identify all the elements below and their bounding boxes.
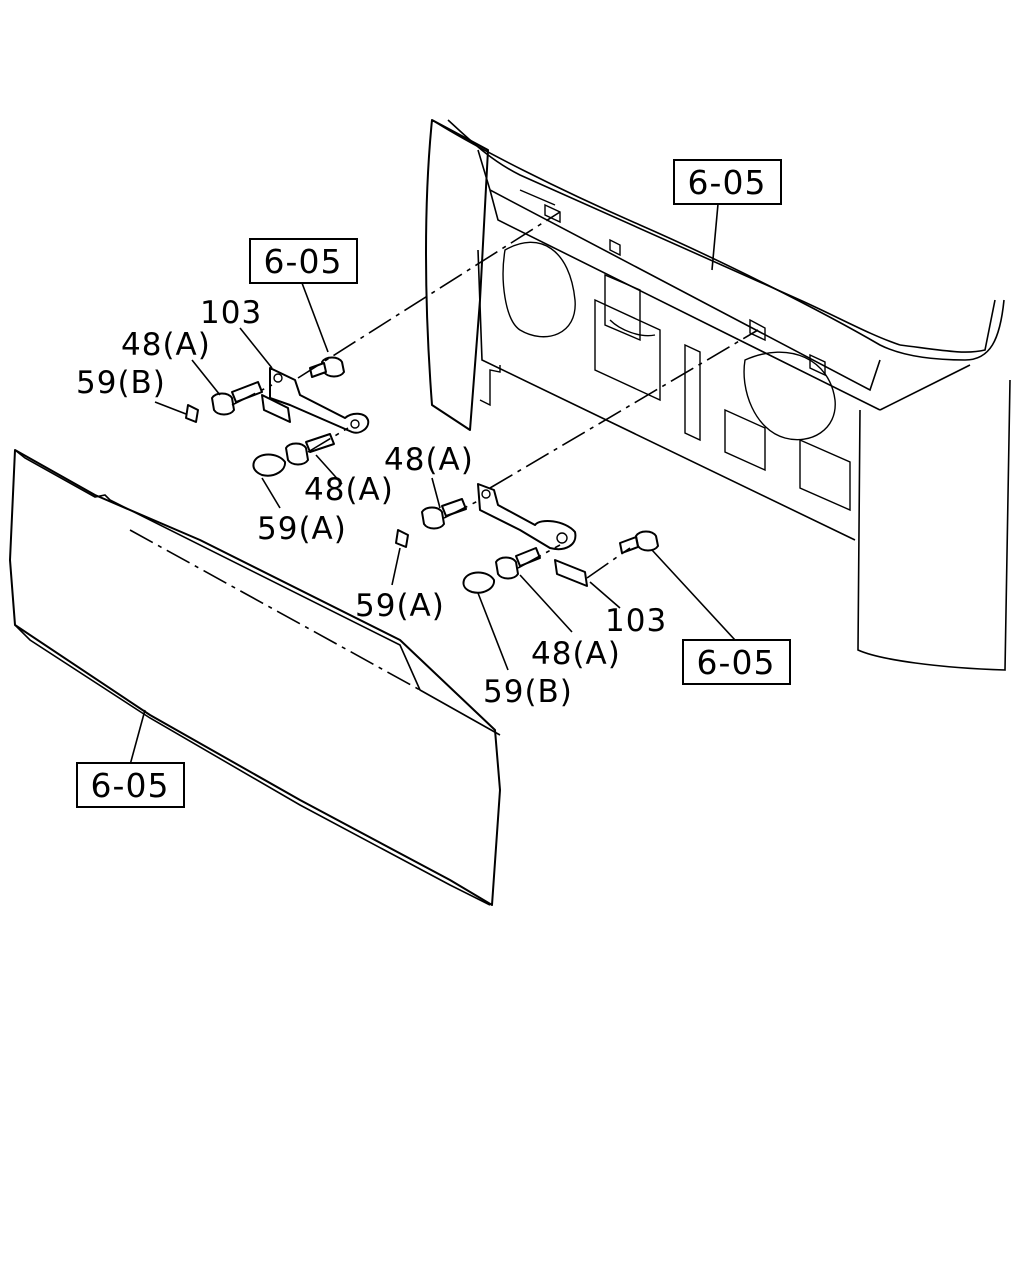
bracket-left: [261, 367, 370, 434]
callout-59b-right: 59(B): [483, 674, 573, 710]
callout-48a-left-bottom: 48(A): [304, 472, 394, 508]
bolt-6-05-right: [619, 530, 659, 554]
cap-59a-left: [252, 453, 287, 477]
callout-103-left: 103: [200, 295, 262, 331]
leader-lines: [129, 203, 736, 766]
reference-box-top-right: 6-05: [673, 159, 782, 205]
front-grille-panel: [9, 449, 501, 906]
alignment-lines: [231, 211, 759, 579]
reference-label-lower-right: 6-05: [697, 643, 776, 682]
bolt-6-05-left: [309, 356, 345, 378]
reference-label-upper-left: 6-05: [264, 242, 343, 281]
callout-48a-right-top: 48(A): [384, 442, 474, 478]
callout-59a-right: 59(A): [355, 588, 445, 624]
bolt-48a-right-top: [421, 498, 467, 530]
clip-59a-right: [395, 529, 409, 548]
reference-box-bottom-left: 6-05: [76, 762, 185, 808]
cap-59b-right: [462, 571, 496, 594]
callout-48a-right-bottom: 48(A): [531, 636, 621, 672]
cab-front-panel: [425, 119, 1011, 671]
reference-label-top-right: 6-05: [688, 163, 767, 202]
bolt-48a-left-top: [211, 381, 263, 416]
bracket-right: [477, 483, 588, 587]
callout-103-right: 103: [605, 603, 667, 639]
reference-box-upper-left: 6-05: [249, 238, 358, 284]
callout-59a-left: 59(A): [257, 511, 347, 547]
reference-box-lower-right: 6-05: [682, 639, 791, 685]
reference-label-bottom-left: 6-05: [91, 766, 170, 805]
clip-59b-left: [185, 404, 199, 423]
bolt-48a-right-bottom: [495, 547, 541, 580]
callout-59b-left: 59(B): [76, 365, 166, 401]
bolt-48a-left-bottom: [285, 433, 335, 466]
callout-48a-left-top: 48(A): [121, 327, 211, 363]
